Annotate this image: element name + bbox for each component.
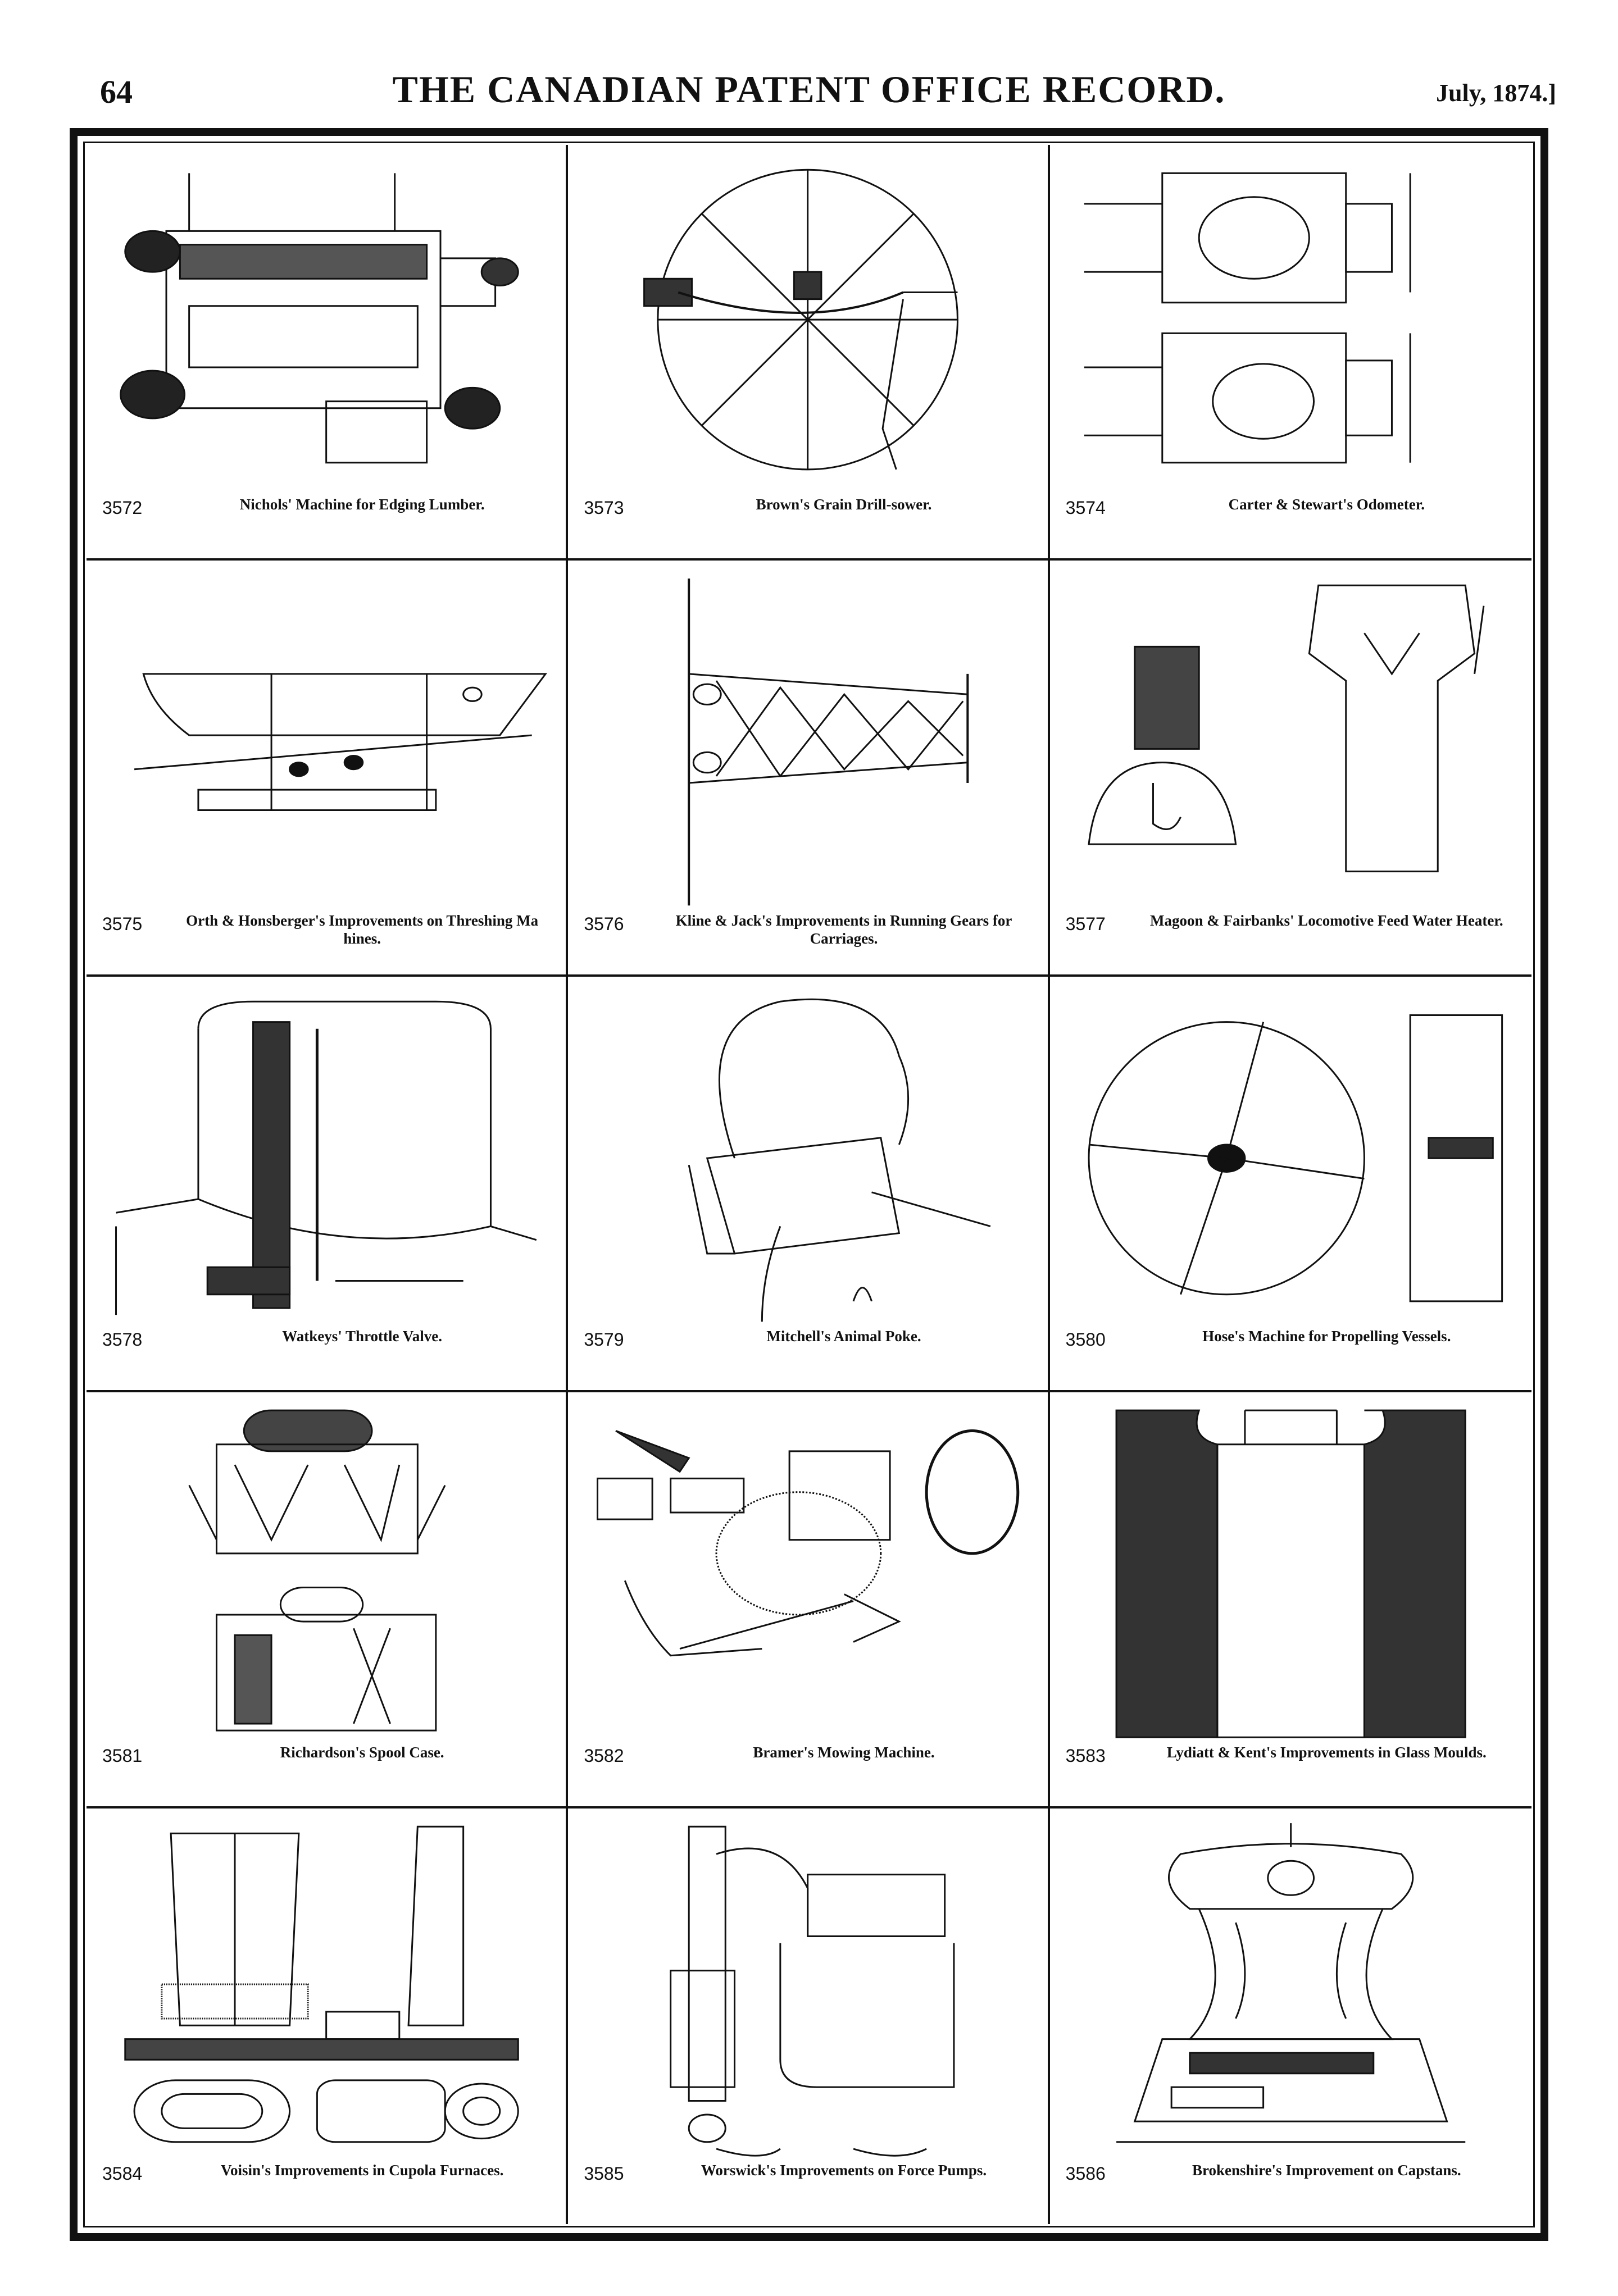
figure-cell-3573: 3573 Brown's Grain Drill-sower.: [568, 145, 1050, 561]
figure-number: 3585: [584, 2163, 624, 2184]
figure-number: 3573: [584, 498, 624, 518]
figure-title: Voisin's Improvements in Cupola Furnaces…: [221, 2162, 504, 2179]
illustration-carriage-gear: [579, 572, 1036, 912]
illustration-spool-case: [98, 1404, 555, 1744]
figure-number: 3577: [1065, 913, 1106, 934]
figure-cell-3585: 3585 Worswick's Improvements on Force Pu…: [568, 1808, 1050, 2224]
figure-cell-3575: 3575 Orth & Honsberger's Improvements on…: [87, 561, 569, 977]
figure-cell-3577: 3577 Magoon & Fairbanks' Locomotive Feed…: [1049, 561, 1531, 977]
figure-caption: 3585 Worswick's Improvements on Force Pu…: [584, 2161, 1036, 2212]
figure-caption: 3579 Mitchell's Animal Poke.: [584, 1327, 1036, 1378]
figure-caption: 3577 Magoon & Fairbanks' Locomotive Feed…: [1066, 912, 1520, 962]
figure-cell-3574: 3574 Carter & Stewart's Odometer.: [1049, 145, 1531, 561]
figure-title: Nichols' Machine for Edging Lumber.: [239, 496, 485, 513]
figure-caption: 3586 Brokenshire's Improvement on Capsta…: [1066, 2161, 1520, 2212]
figure-caption: 3572 Nichols' Machine for Edging Lumber.: [102, 495, 555, 546]
figure-number: 3579: [584, 1329, 624, 1350]
illustration-animal-poke: [579, 988, 1036, 1328]
figure-number: 3574: [1065, 498, 1106, 518]
illustration-threshing-machine: [98, 572, 555, 912]
illustration-grain-drill-sower: [579, 156, 1036, 496]
illustration-force-pump: [579, 1820, 1036, 2162]
figure-title: Magoon & Fairbanks' Locomotive Feed Wate…: [1149, 912, 1503, 929]
figure-number: 3580: [1065, 1329, 1106, 1350]
illustration-capstan: [1061, 1820, 1520, 2162]
figure-cell-3579: 3579 Mitchell's Animal Poke.: [568, 976, 1050, 1393]
figure-caption: 3574 Carter & Stewart's Odometer.: [1066, 495, 1520, 546]
figure-frame-inner: 3572 Nichols' Machine for Edging Lumber.: [83, 142, 1535, 2227]
figure-number: 3584: [102, 2163, 143, 2184]
illustration-glass-mould: [1061, 1404, 1520, 1744]
figure-cell-3576: 3576 Kline & Jack's Improvements in Runn…: [568, 561, 1050, 977]
figure-number: 3586: [1065, 2163, 1106, 2184]
figure-caption: 3578 Watkeys' Throttle Valve.: [102, 1327, 555, 1378]
figure-number: 3575: [102, 913, 143, 934]
figure-caption: 3583 Lydiatt & Kent's Improvements in Gl…: [1066, 1743, 1520, 1794]
page-title: THE CANADIAN PATENT OFFICE RECORD.: [392, 68, 1226, 111]
illustration-cupola-furnace: [98, 1820, 555, 2162]
figure-cell-3586: 3586 Brokenshire's Improvement on Capsta…: [1050, 1808, 1531, 2224]
figure-title: Mitchell's Animal Poke.: [766, 1328, 921, 1345]
figure-title: Kline & Jack's Improvements in Running G…: [675, 912, 1012, 947]
illustration-propelling-machine: [1061, 988, 1520, 1328]
illustration-feed-water-heater: [1061, 572, 1520, 912]
figure-caption: 3581 Richardson's Spool Case.: [102, 1743, 555, 1794]
figure-title: Richardson's Spool Case.: [280, 1743, 444, 1761]
figure-grid: 3572 Nichols' Machine for Edging Lumber.: [87, 145, 1531, 2224]
figure-title: Hose's Machine for Propelling Vessels.: [1202, 1328, 1451, 1345]
figure-cell-3578: 3578 Watkeys' Throttle Valve.: [87, 976, 569, 1393]
figure-cell-3582: 3582 Bramer's Mowing Machine.: [568, 1392, 1050, 1808]
illustration-odometer: [1061, 156, 1520, 496]
figure-title: Brokenshire's Improvement on Capstans.: [1192, 2162, 1461, 2179]
figure-cell-3584: 3584 Voisin's Improvements in Cupola Fur…: [87, 1808, 569, 2224]
figure-number: 3578: [102, 1329, 143, 1350]
page-number: 64: [100, 74, 133, 110]
figure-number: 3572: [102, 498, 143, 518]
figure-number: 3581: [102, 1745, 143, 1766]
figure-number: 3582: [584, 1745, 624, 1766]
figure-frame: 3572 Nichols' Machine for Edging Lumber.: [70, 128, 1548, 2241]
illustration-throttle-valve: [98, 988, 555, 1328]
illustration-edging-machine: [98, 156, 555, 496]
figure-title: Carter & Stewart's Odometer.: [1228, 496, 1425, 513]
figure-caption: 3580 Hose's Machine for Propelling Vesse…: [1066, 1327, 1520, 1378]
figure-caption: 3573 Brown's Grain Drill-sower.: [584, 495, 1036, 546]
figure-cell-3583: 3583 Lydiatt & Kent's Improvements in Gl…: [1049, 1392, 1531, 1808]
figure-cell-3572: 3572 Nichols' Machine for Edging Lumber.: [87, 145, 569, 561]
figure-title: Watkeys' Throttle Valve.: [282, 1328, 443, 1345]
figure-title: Lydiatt & Kent's Improvements in Glass M…: [1166, 1743, 1487, 1761]
figure-caption: 3576 Kline & Jack's Improvements in Runn…: [584, 912, 1036, 962]
figure-caption: 3582 Bramer's Mowing Machine.: [584, 1743, 1036, 1794]
figure-caption: 3584 Voisin's Improvements in Cupola Fur…: [102, 2161, 555, 2212]
figure-title: Worswick's Improvements on Force Pumps.: [701, 2162, 987, 2179]
figure-title: Brown's Grain Drill-sower.: [756, 496, 932, 513]
figure-number: 3576: [584, 913, 624, 934]
illustration-mowing-machine: [579, 1404, 1036, 1744]
figure-title: Bramer's Mowing Machine.: [753, 1743, 935, 1761]
figure-caption: 3575 Orth & Honsberger's Improvements on…: [102, 912, 555, 962]
issue-date: July, 1874.]: [1436, 79, 1556, 107]
page-header: 64 THE CANADIAN PATENT OFFICE RECORD. Ju…: [0, 0, 1618, 129]
figure-cell-3580: 3580 Hose's Machine for Propelling Vesse…: [1049, 977, 1531, 1393]
figure-number: 3583: [1065, 1745, 1106, 1766]
figure-cell-3581: 3581 Richardson's Spool Case.: [87, 1392, 569, 1808]
figure-title: Orth & Honsberger's Improvements on Thre…: [186, 912, 539, 947]
